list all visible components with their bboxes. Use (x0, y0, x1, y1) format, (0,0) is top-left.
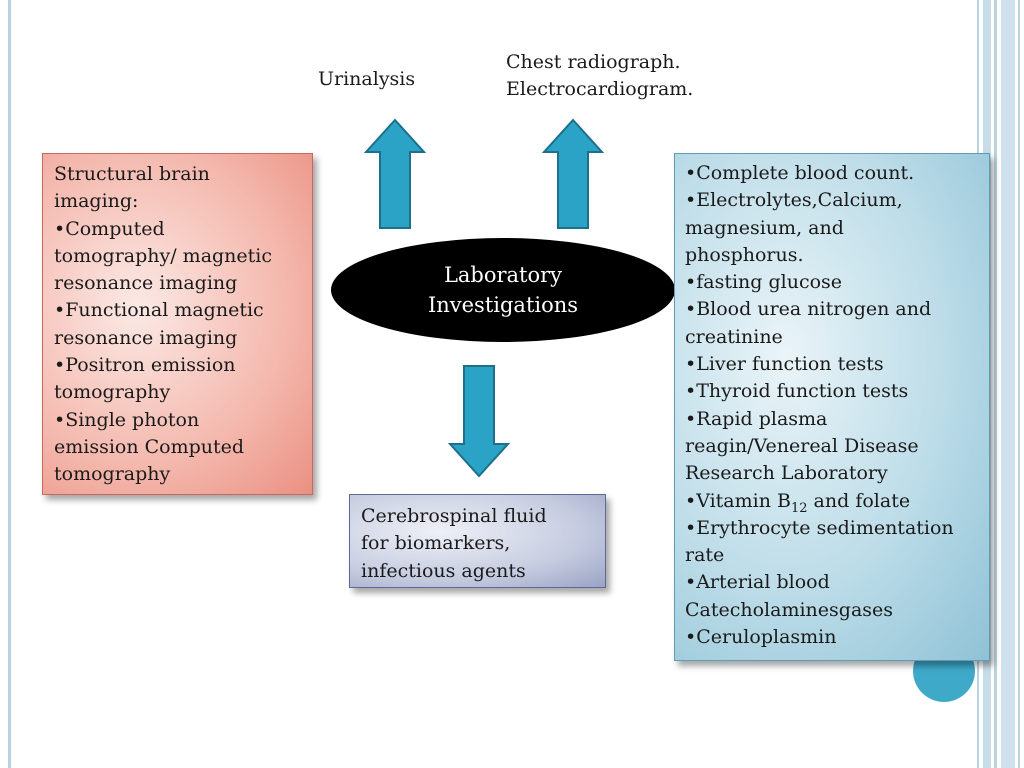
list-item: resonance imaging (54, 326, 238, 349)
list-item: magnesium, and (685, 216, 844, 239)
vitamin-prefix: •Vitamin B (685, 489, 791, 512)
list-item: emission Computed (54, 435, 245, 458)
laboratory-investigations-node: Laboratory Investigations (331, 238, 675, 342)
list-item: •Positron emission (54, 354, 236, 377)
blood-tests-box: •Complete blood count. •Electrolytes,Cal… (674, 153, 990, 661)
list-item: •Single photon (54, 408, 200, 431)
list-item: Catecholaminesgases (685, 598, 894, 621)
list-item: tomography/ magnetic (54, 244, 273, 267)
vitamin-suffix: and folate (807, 489, 911, 512)
list-item: resonance imaging (54, 272, 238, 295)
list-item: •Thyroid function tests (685, 380, 909, 403)
list-item: •Rapid plasma (685, 407, 828, 430)
list-item: •Computed (54, 217, 165, 240)
up-arrow-left (364, 118, 426, 229)
vitamin-subscript: 12 (790, 500, 808, 516)
list-item: •Erythrocyte sedimentation (685, 516, 954, 539)
slide-frame-left (8, 0, 11, 768)
structural-imaging-box: Structural brain imaging: •Computed tomo… (42, 153, 313, 495)
list-item: •fasting glucose (685, 271, 843, 294)
list-item: imaging: (54, 190, 139, 213)
csf-box: Cerebrospinal fluid for biomarkers, infe… (349, 494, 606, 588)
list-item: •Liver function tests (685, 353, 884, 376)
list-item: tomography (54, 381, 171, 404)
chest-radiograph-label: Chest radiograph. Electrocardiogram. (506, 51, 694, 100)
center-label: Laboratory Investigations (427, 263, 579, 317)
vitamin-list-item: •Vitamin B12 and folate (685, 488, 985, 515)
list-item: •Arterial blood (685, 571, 830, 594)
list-item: •Complete blood count. (685, 162, 915, 184)
list-item: infectious agents (361, 559, 526, 582)
list-item: tomography (54, 463, 171, 486)
urinalysis-label: Urinalysis (318, 68, 416, 90)
list-item: creatinine (685, 325, 783, 348)
list-item: rate (685, 544, 725, 567)
list-item: reagin/Venereal Disease (685, 434, 919, 457)
down-arrow (448, 365, 510, 478)
list-item: •Ceruloplasmin (685, 626, 837, 649)
list-item: phosphorus. (685, 243, 804, 266)
list-item: •Blood urea nitrogen and (685, 298, 932, 321)
list-item: Cerebrospinal fluid (361, 505, 547, 527)
up-arrow-right (542, 118, 604, 229)
list-item: Research Laboratory (685, 462, 888, 485)
list-item: for biomarkers, (361, 532, 511, 555)
list-item: •Electrolytes,Calcium, (685, 189, 903, 212)
list-item: •Functional magnetic (54, 299, 264, 322)
list-item: Structural brain (54, 163, 210, 185)
